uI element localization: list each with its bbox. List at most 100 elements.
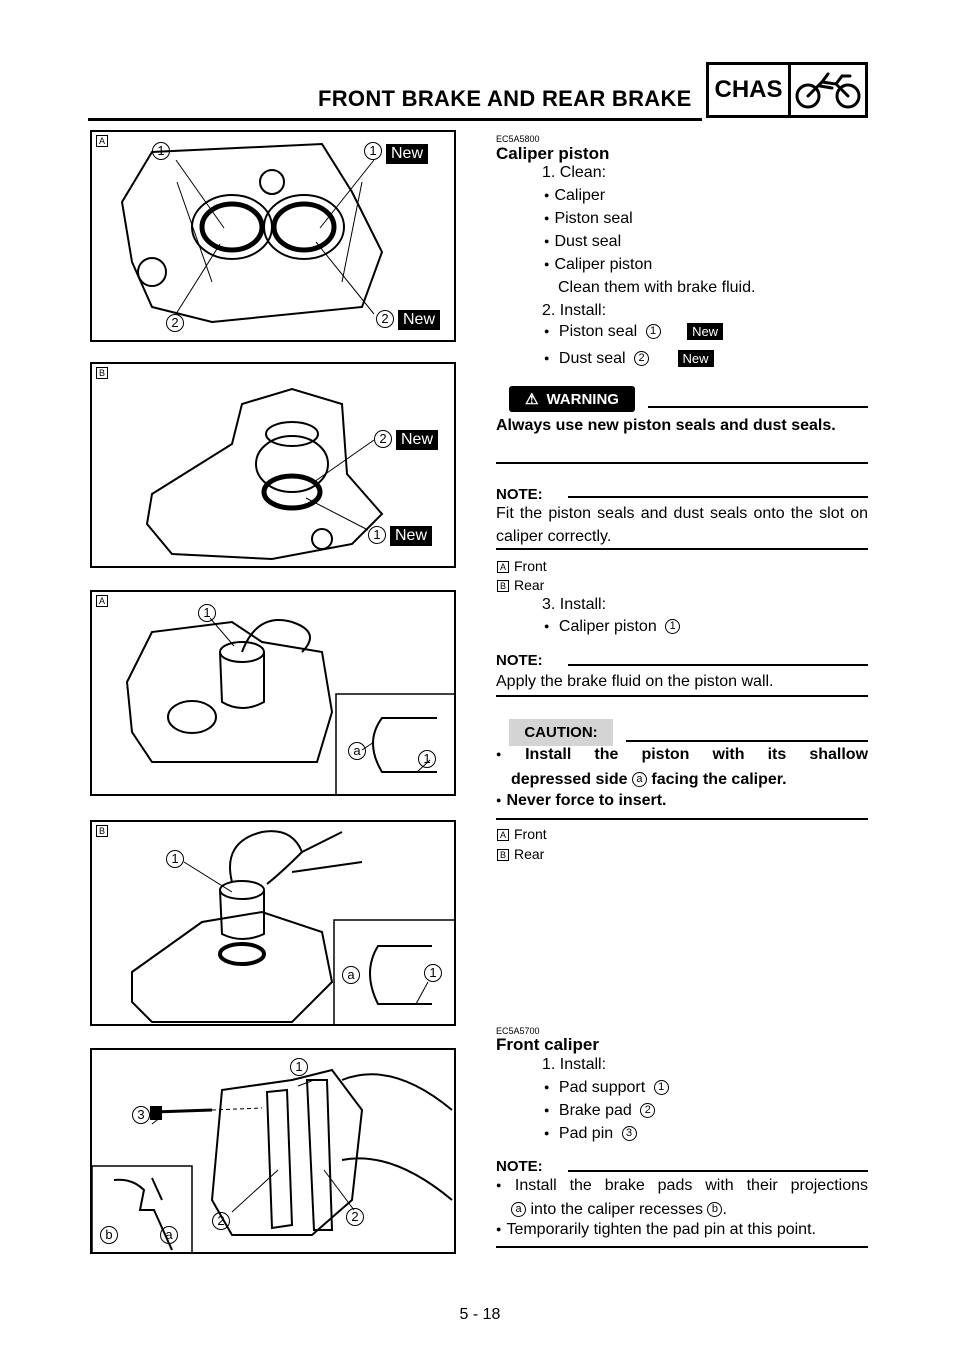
- note-text: Apply the brake fluid on the piston wall…: [496, 673, 774, 690]
- list-item-text: Caliper: [554, 187, 606, 204]
- list-item: Dust seal: [544, 233, 621, 251]
- new-tag: New: [687, 323, 724, 341]
- callout-1: 1: [198, 604, 216, 622]
- callout-3: 3: [621, 1126, 637, 1142]
- legend-key: B: [497, 580, 509, 593]
- step-install: 1. Install:: [542, 1056, 607, 1073]
- caution-text: depressed side: [511, 771, 628, 788]
- list-item: Caliper piston: [544, 256, 652, 274]
- warning-rule: [648, 406, 868, 408]
- figure-label: B: [96, 367, 108, 379]
- legend-key: A: [497, 561, 509, 574]
- note-text: Fit the piston seals and dust seals onto…: [496, 505, 868, 545]
- callout-2: 2: [640, 1103, 656, 1119]
- step-install-piston: 3. Install:: [542, 596, 607, 613]
- callout-a: a: [348, 742, 366, 760]
- note-item: Install the brake pads with their projec…: [496, 1177, 868, 1195]
- callout-2: 2: [634, 351, 650, 367]
- callout-a: a: [631, 772, 647, 788]
- list-item: Piston seal: [544, 210, 633, 228]
- list-item-text: Caliper piston: [558, 618, 657, 635]
- note-text: into the caliper recesses: [530, 1201, 703, 1218]
- legend-key: B: [497, 849, 509, 862]
- list-item-text: Dust seal: [558, 350, 626, 367]
- note-label: NOTE:: [496, 652, 543, 669]
- warning-badge: ⚠ WARNING: [509, 386, 635, 412]
- callout-1: 1: [418, 750, 436, 768]
- section-code: EC5A5800: [496, 134, 540, 144]
- note-item-cont: a into the caliper recesses b.: [511, 1198, 727, 1221]
- list-item: Dust seal 2 New: [544, 350, 714, 368]
- list-item-text: Dust seal: [554, 233, 622, 250]
- callout-a: a: [160, 1226, 178, 1244]
- callout-2: 2: [374, 430, 392, 448]
- callout-b: b: [100, 1226, 118, 1244]
- section-badge: CHAS: [706, 62, 868, 118]
- note-rule: [568, 664, 868, 666]
- figure-front-caliper-seals: A 1 1 New 2 2 New: [90, 130, 456, 342]
- note-rule-bottom: [496, 548, 868, 550]
- note-label: NOTE:: [496, 1158, 543, 1175]
- page-number: 5 - 18: [459, 1306, 501, 1323]
- warning-text: Always use new piston seals and dust sea…: [496, 417, 836, 434]
- figure-label: A: [96, 595, 108, 607]
- callout-2: 2: [166, 314, 184, 332]
- list-item: Piston seal 1 New: [544, 323, 724, 341]
- legend-item: B Rear: [497, 846, 544, 862]
- list-item-text: Piston seal: [558, 323, 638, 340]
- caution-text: facing the caliper.: [651, 771, 787, 788]
- note-label: NOTE:: [496, 486, 543, 503]
- caution-rule-bottom: [496, 818, 868, 820]
- callout-1: 1: [424, 964, 442, 982]
- note-text: .: [722, 1201, 727, 1218]
- new-tag: New: [386, 144, 429, 164]
- callout-2: 2: [346, 1208, 364, 1226]
- caution-badge: CAUTION:: [509, 719, 613, 746]
- callout-1: 1: [364, 142, 382, 160]
- step-install: 2. Install:: [542, 302, 607, 319]
- callout-1: 1: [368, 526, 386, 544]
- new-tag: New: [390, 526, 433, 546]
- note-rule-bottom: [496, 1246, 868, 1248]
- note-rule: [568, 1170, 868, 1172]
- page-title: FRONT BRAKE AND REAR BRAKE: [318, 86, 692, 111]
- section-heading: Caliper piston: [496, 144, 610, 163]
- list-item: Caliper: [544, 187, 605, 205]
- figure-rear-caliper-seals: B 2 New 1 New: [90, 362, 456, 568]
- list-item: Pad support 1: [544, 1079, 669, 1097]
- caution-item: Never force to insert.: [496, 792, 666, 810]
- figure-front-piston-install: A 1 a 1: [90, 590, 456, 796]
- section-code: EC5A5700: [496, 1026, 540, 1036]
- new-tag: New: [398, 310, 441, 330]
- callout-1: 1: [290, 1058, 308, 1076]
- caution-item: Install the piston with its shallow: [496, 746, 868, 764]
- legend-text: Rear: [514, 846, 545, 862]
- callout-1: 1: [166, 850, 184, 868]
- callout-1: 1: [653, 1080, 669, 1096]
- list-item: Pad pin 3: [544, 1125, 637, 1143]
- legend-key: A: [497, 829, 509, 842]
- header-rule: [88, 118, 702, 121]
- figure-rear-piston-install: B 1 a 1: [90, 820, 456, 1026]
- list-item-text: Piston seal: [554, 210, 633, 227]
- caliper-seal-drawing: [120, 142, 384, 324]
- new-tag: New: [677, 350, 714, 368]
- figure-label: A: [96, 135, 108, 147]
- list-item: Caliper piston 1: [544, 618, 681, 636]
- callout-2: 2: [212, 1212, 230, 1230]
- step-clean: 1. Clean:: [542, 164, 607, 181]
- figure-front-caliper-pads: 1 3 2 2 b a: [90, 1048, 456, 1254]
- list-item-text: Caliper piston: [554, 256, 653, 273]
- callout-a: a: [342, 966, 360, 984]
- clean-note: Clean them with brake fluid.: [558, 279, 756, 296]
- warning-label: WARNING: [546, 390, 619, 408]
- list-item: Brake pad 2: [544, 1102, 656, 1120]
- warning-rule-bottom: [496, 462, 868, 464]
- callout-b: b: [707, 1202, 723, 1218]
- callout-1: 1: [645, 324, 661, 340]
- rear-piston-drawing: [131, 830, 454, 1024]
- rear-caliper-drawing: [145, 387, 384, 561]
